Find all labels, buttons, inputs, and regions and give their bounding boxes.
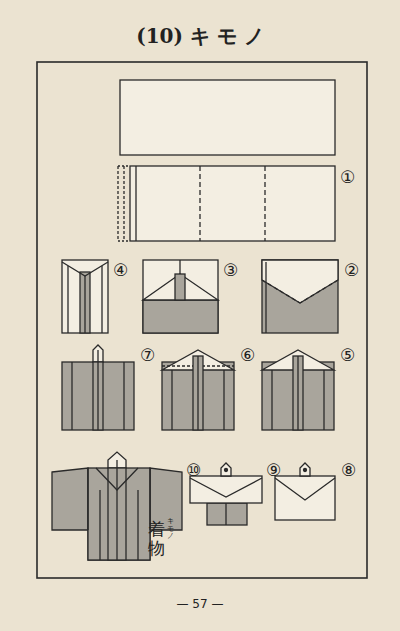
callout-number: ⑥ <box>240 347 255 364</box>
callout-number: ② <box>344 262 359 279</box>
page-number: — 57 — <box>0 598 400 610</box>
caption-kanji: 着物 <box>148 520 165 557</box>
callout-number: ⑧ <box>341 462 356 479</box>
callout-number: ⑩ <box>186 462 201 479</box>
page-title: (10) キ モ ノ <box>0 26 400 46</box>
callout-number: ⑦ <box>140 347 155 364</box>
callout-number: ⑤ <box>340 347 355 364</box>
callout-number: ④ <box>113 262 128 279</box>
callout-number: ③ <box>223 262 238 279</box>
callout-number: ⑨ <box>266 462 281 479</box>
furigana: キモノ <box>167 518 174 541</box>
callout-number: ① <box>340 169 355 186</box>
